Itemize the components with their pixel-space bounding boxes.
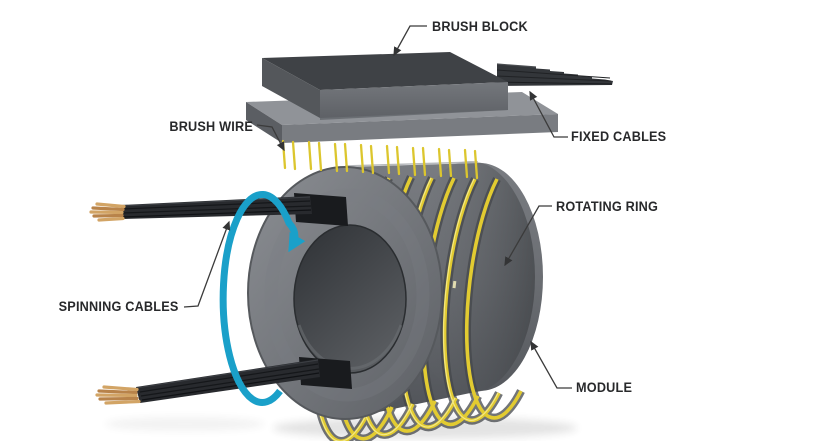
leader-spinning-cables [183,220,231,308]
brush-block [262,52,508,120]
bore [293,224,407,374]
label-rotating-ring: ROTATING RING [556,199,659,214]
fixed-cables-ribbon [496,63,613,86]
leader-rotating-ring [504,205,552,267]
label-fixed-cables: FIXED CABLES [571,129,667,144]
spinning-cable-bottom [95,359,320,405]
leader-brush-block [393,25,427,57]
label-brush-block: BRUSH BLOCK [432,19,528,34]
label-brush-wire: BRUSH WIRE [169,119,253,134]
leader-brush-wire [256,124,285,152]
leader-fixed-cables [529,90,568,138]
label-spinning-cables: SPINNING CABLES [59,299,179,314]
brush-wires-group [281,139,479,180]
leader-module [530,340,572,389]
label-module: MODULE [576,380,633,395]
ground-shadow [105,417,577,439]
spinning-cable-top-tips [89,202,126,222]
rotation-arrow [219,191,306,406]
spinning-cable-bottom-tips [95,385,141,405]
leader-lines [183,25,572,389]
